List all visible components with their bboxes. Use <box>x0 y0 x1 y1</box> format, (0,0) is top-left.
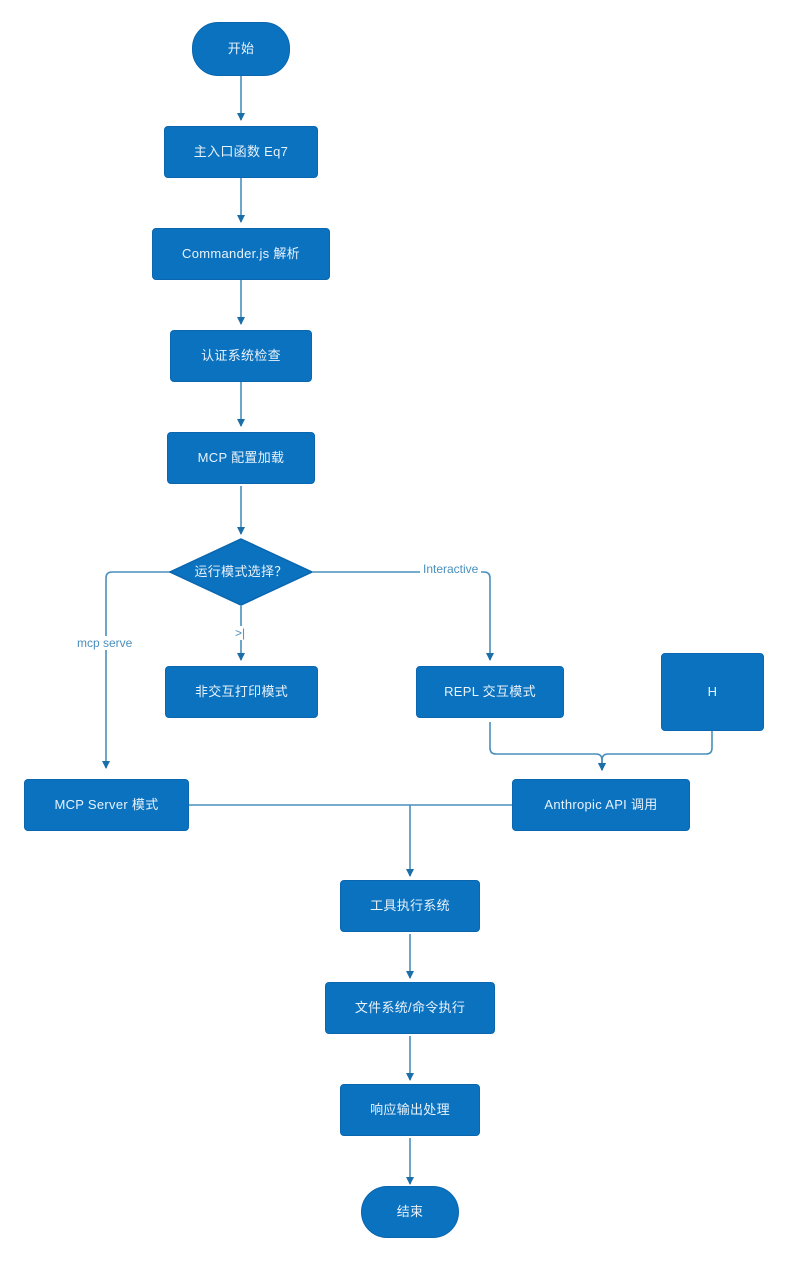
node-h-label: H <box>707 683 718 699</box>
node-anthropic-api-label: Anthropic API 调用 <box>544 796 658 812</box>
node-filesystem-command[interactable]: 文件系统/命令执行 <box>325 982 495 1034</box>
node-h[interactable]: H <box>661 653 764 731</box>
node-mode-decision[interactable]: 运行模式选择？ <box>169 538 313 606</box>
node-response-output[interactable]: 响应输出处理 <box>340 1084 480 1136</box>
node-print-mode-label: 非交互打印模式 <box>194 683 289 699</box>
node-entry-label: 主入口函数 Eq7 <box>193 143 289 159</box>
node-repl-mode-label: REPL 交互模式 <box>444 683 536 699</box>
node-repl-mode[interactable]: REPL 交互模式 <box>416 666 564 718</box>
edge-label-interactive: Interactive <box>420 562 482 576</box>
node-mcp-server-label: MCP Server 模式 <box>54 796 159 812</box>
node-anthropic-api[interactable]: Anthropic API 调用 <box>512 779 690 831</box>
node-end-label: 结束 <box>396 1203 424 1219</box>
node-mode-decision-label: 运行模式选择？ <box>194 563 288 579</box>
node-print-mode[interactable]: 非交互打印模式 <box>165 666 318 718</box>
node-end[interactable]: 结束 <box>361 1186 459 1238</box>
node-auth-label: 认证系统检查 <box>201 347 281 363</box>
node-start[interactable]: 开始 <box>192 22 290 76</box>
node-commander[interactable]: Commander.js 解析 <box>152 228 330 280</box>
node-mcp-server[interactable]: MCP Server 模式 <box>24 779 189 831</box>
edge-repl-api <box>489 722 606 771</box>
node-mcp-config-label: MCP 配置加载 <box>197 449 285 465</box>
node-tool-execution-label: 工具执行系统 <box>370 897 450 913</box>
node-mcp-config[interactable]: MCP 配置加载 <box>167 432 315 484</box>
node-tool-execution[interactable]: 工具执行系统 <box>340 880 480 932</box>
node-auth[interactable]: 认证系统检查 <box>170 330 312 382</box>
edge-mode-mcpserver <box>102 571 170 769</box>
diamond-shape <box>169 538 313 606</box>
node-entry[interactable]: 主入口函数 Eq7 <box>164 126 318 178</box>
node-filesystem-command-label: 文件系统/命令执行 <box>354 999 466 1015</box>
edge-label-print-mode: >| <box>232 626 249 640</box>
edge-label-mcp-serve: mcp serve <box>74 636 136 650</box>
edge-h-api <box>598 722 713 771</box>
node-commander-label: Commander.js 解析 <box>182 245 300 261</box>
edge-mode-repl <box>313 571 494 661</box>
node-response-output-label: 响应输出处理 <box>370 1101 450 1117</box>
node-start-label: 开始 <box>227 40 255 56</box>
